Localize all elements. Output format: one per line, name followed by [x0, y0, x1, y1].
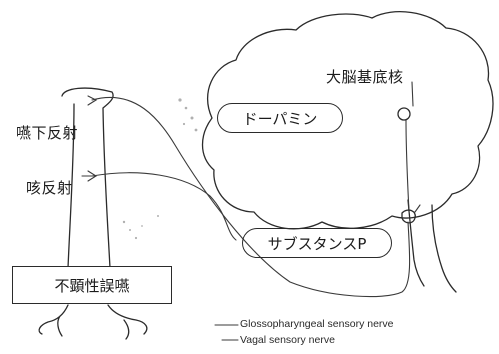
basal-ganglia-neuron	[397, 107, 411, 121]
bronchi-right	[107, 304, 148, 340]
basal-ganglia-label: 大脳基底核	[326, 68, 404, 86]
basal-ganglia-pointer	[411, 81, 414, 107]
bronchi-left	[38, 304, 69, 337]
glossopharyngeal-nerve	[91, 96, 411, 298]
silent-aspiration-box: 不顕性誤嚥	[12, 266, 172, 304]
brainstem-outline	[407, 199, 457, 293]
cough-reflex-label: 咳反射	[26, 179, 73, 197]
pharynx-outline	[61, 87, 114, 269]
substance-p-text: サブスタンスP	[267, 234, 367, 253]
glossopharyngeal-label: Glossopharyngeal sensory nerve	[240, 318, 394, 330]
dopamine-label: ドーパミン	[217, 103, 343, 133]
swallow-reflex-label: 嚥下反射	[16, 124, 79, 142]
brainstem-neuron	[401, 209, 416, 224]
vagal-nerve	[91, 172, 237, 241]
silent-aspiration-text: 不顕性誤嚥	[54, 276, 130, 295]
dopamine-text: ドーパミン	[242, 109, 318, 128]
brain-outline	[201, 11, 494, 230]
substance-p-label: サブスタンスP	[242, 228, 392, 258]
vagal-label: Vagal sensory nerve	[240, 334, 335, 346]
dopamine-axon	[405, 119, 410, 213]
